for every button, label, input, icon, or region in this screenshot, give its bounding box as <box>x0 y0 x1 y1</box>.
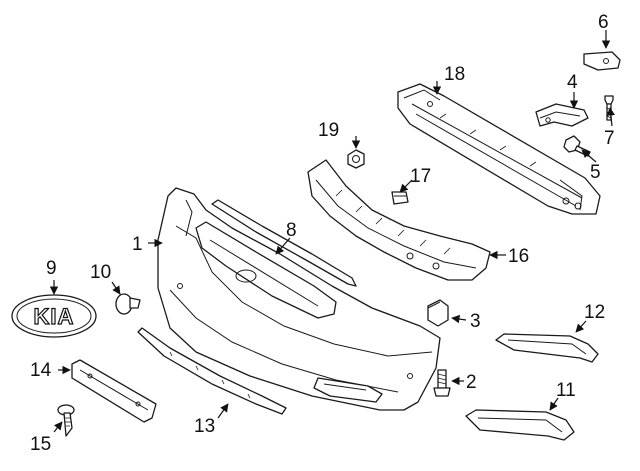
clip-block <box>391 191 409 205</box>
callout-10: 10 <box>90 262 111 283</box>
callout-16: 16 <box>508 246 529 267</box>
callout-2: 2 <box>466 372 477 393</box>
callout-3: 3 <box>470 311 481 332</box>
plug-cap <box>115 293 141 315</box>
fog-bezel-lower <box>465 409 575 441</box>
upper-bracket <box>583 51 621 71</box>
callout-7: 7 <box>604 128 615 149</box>
callout-17: 17 <box>410 166 431 187</box>
energy-absorber <box>307 159 491 281</box>
kia-emblem: KIA <box>11 294 97 338</box>
retainer-clip <box>427 299 449 327</box>
screw <box>57 404 75 437</box>
license-bracket <box>71 359 157 423</box>
callout-9: 9 <box>46 258 57 279</box>
callout-11: 11 <box>556 380 576 401</box>
side-bracket <box>535 103 589 127</box>
callout-14: 14 <box>30 360 52 381</box>
bolt-vertical <box>433 369 451 397</box>
emblem-lettering: KIA <box>34 304 75 329</box>
fog-bezel-upper <box>495 333 599 363</box>
callout-15: 15 <box>30 434 51 455</box>
callout-8: 8 <box>286 220 297 241</box>
leader-lines <box>49 30 616 433</box>
callout-5: 5 <box>590 162 601 183</box>
hex-nut <box>347 149 365 169</box>
callout-labels: 6 4 7 5 18 19 17 16 8 1 9 10 14 15 13 3 … <box>30 12 615 455</box>
bolt-upright <box>604 95 614 121</box>
callout-1: 1 <box>132 234 143 255</box>
callout-4: 4 <box>567 72 578 93</box>
callout-6: 6 <box>598 12 609 33</box>
callout-19: 19 <box>318 120 339 141</box>
grille <box>195 221 337 319</box>
callout-12: 12 <box>584 302 605 323</box>
lower-molding <box>137 327 287 415</box>
callout-18: 18 <box>444 64 465 85</box>
callout-13: 13 <box>194 416 215 437</box>
